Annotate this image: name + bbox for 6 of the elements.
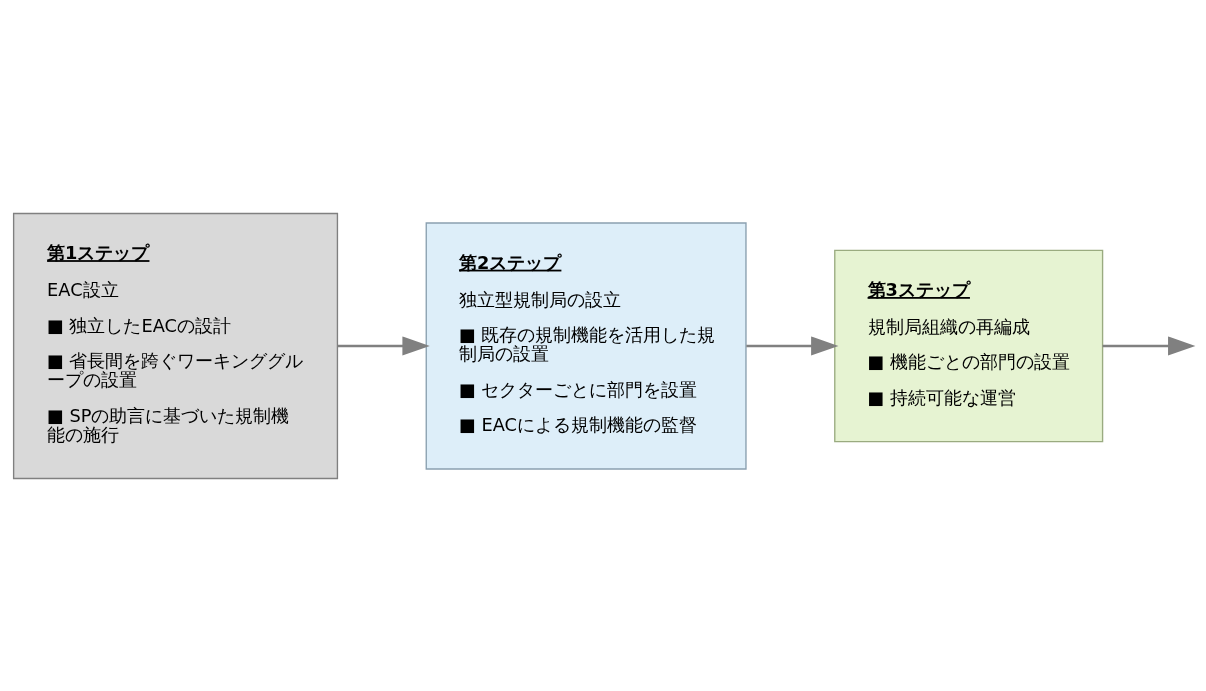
arrow [337, 335, 430, 356]
arrow [1102, 335, 1196, 356]
node-box: 第1ステップ EAC設立 ■ 独立したEACの設計 ■ 省長間を跨ぐワーキンググループの設置 ■ SPの助言に基づいた規制機能の施行 [12, 212, 339, 479]
node-box: 第2ステップ 独立型規制局の設立 ■ 既存の規制機能を活用した規制局の設置 ■ セクターごとに部門を設置 ■ EACによる規制機能の監督 [425, 221, 747, 470]
arrow [746, 335, 839, 356]
node-box: 第3ステップ 規制局組織の再編成 ■ 機能ごとの部門の設置 ■ 持続可能な運営 [834, 249, 1104, 442]
